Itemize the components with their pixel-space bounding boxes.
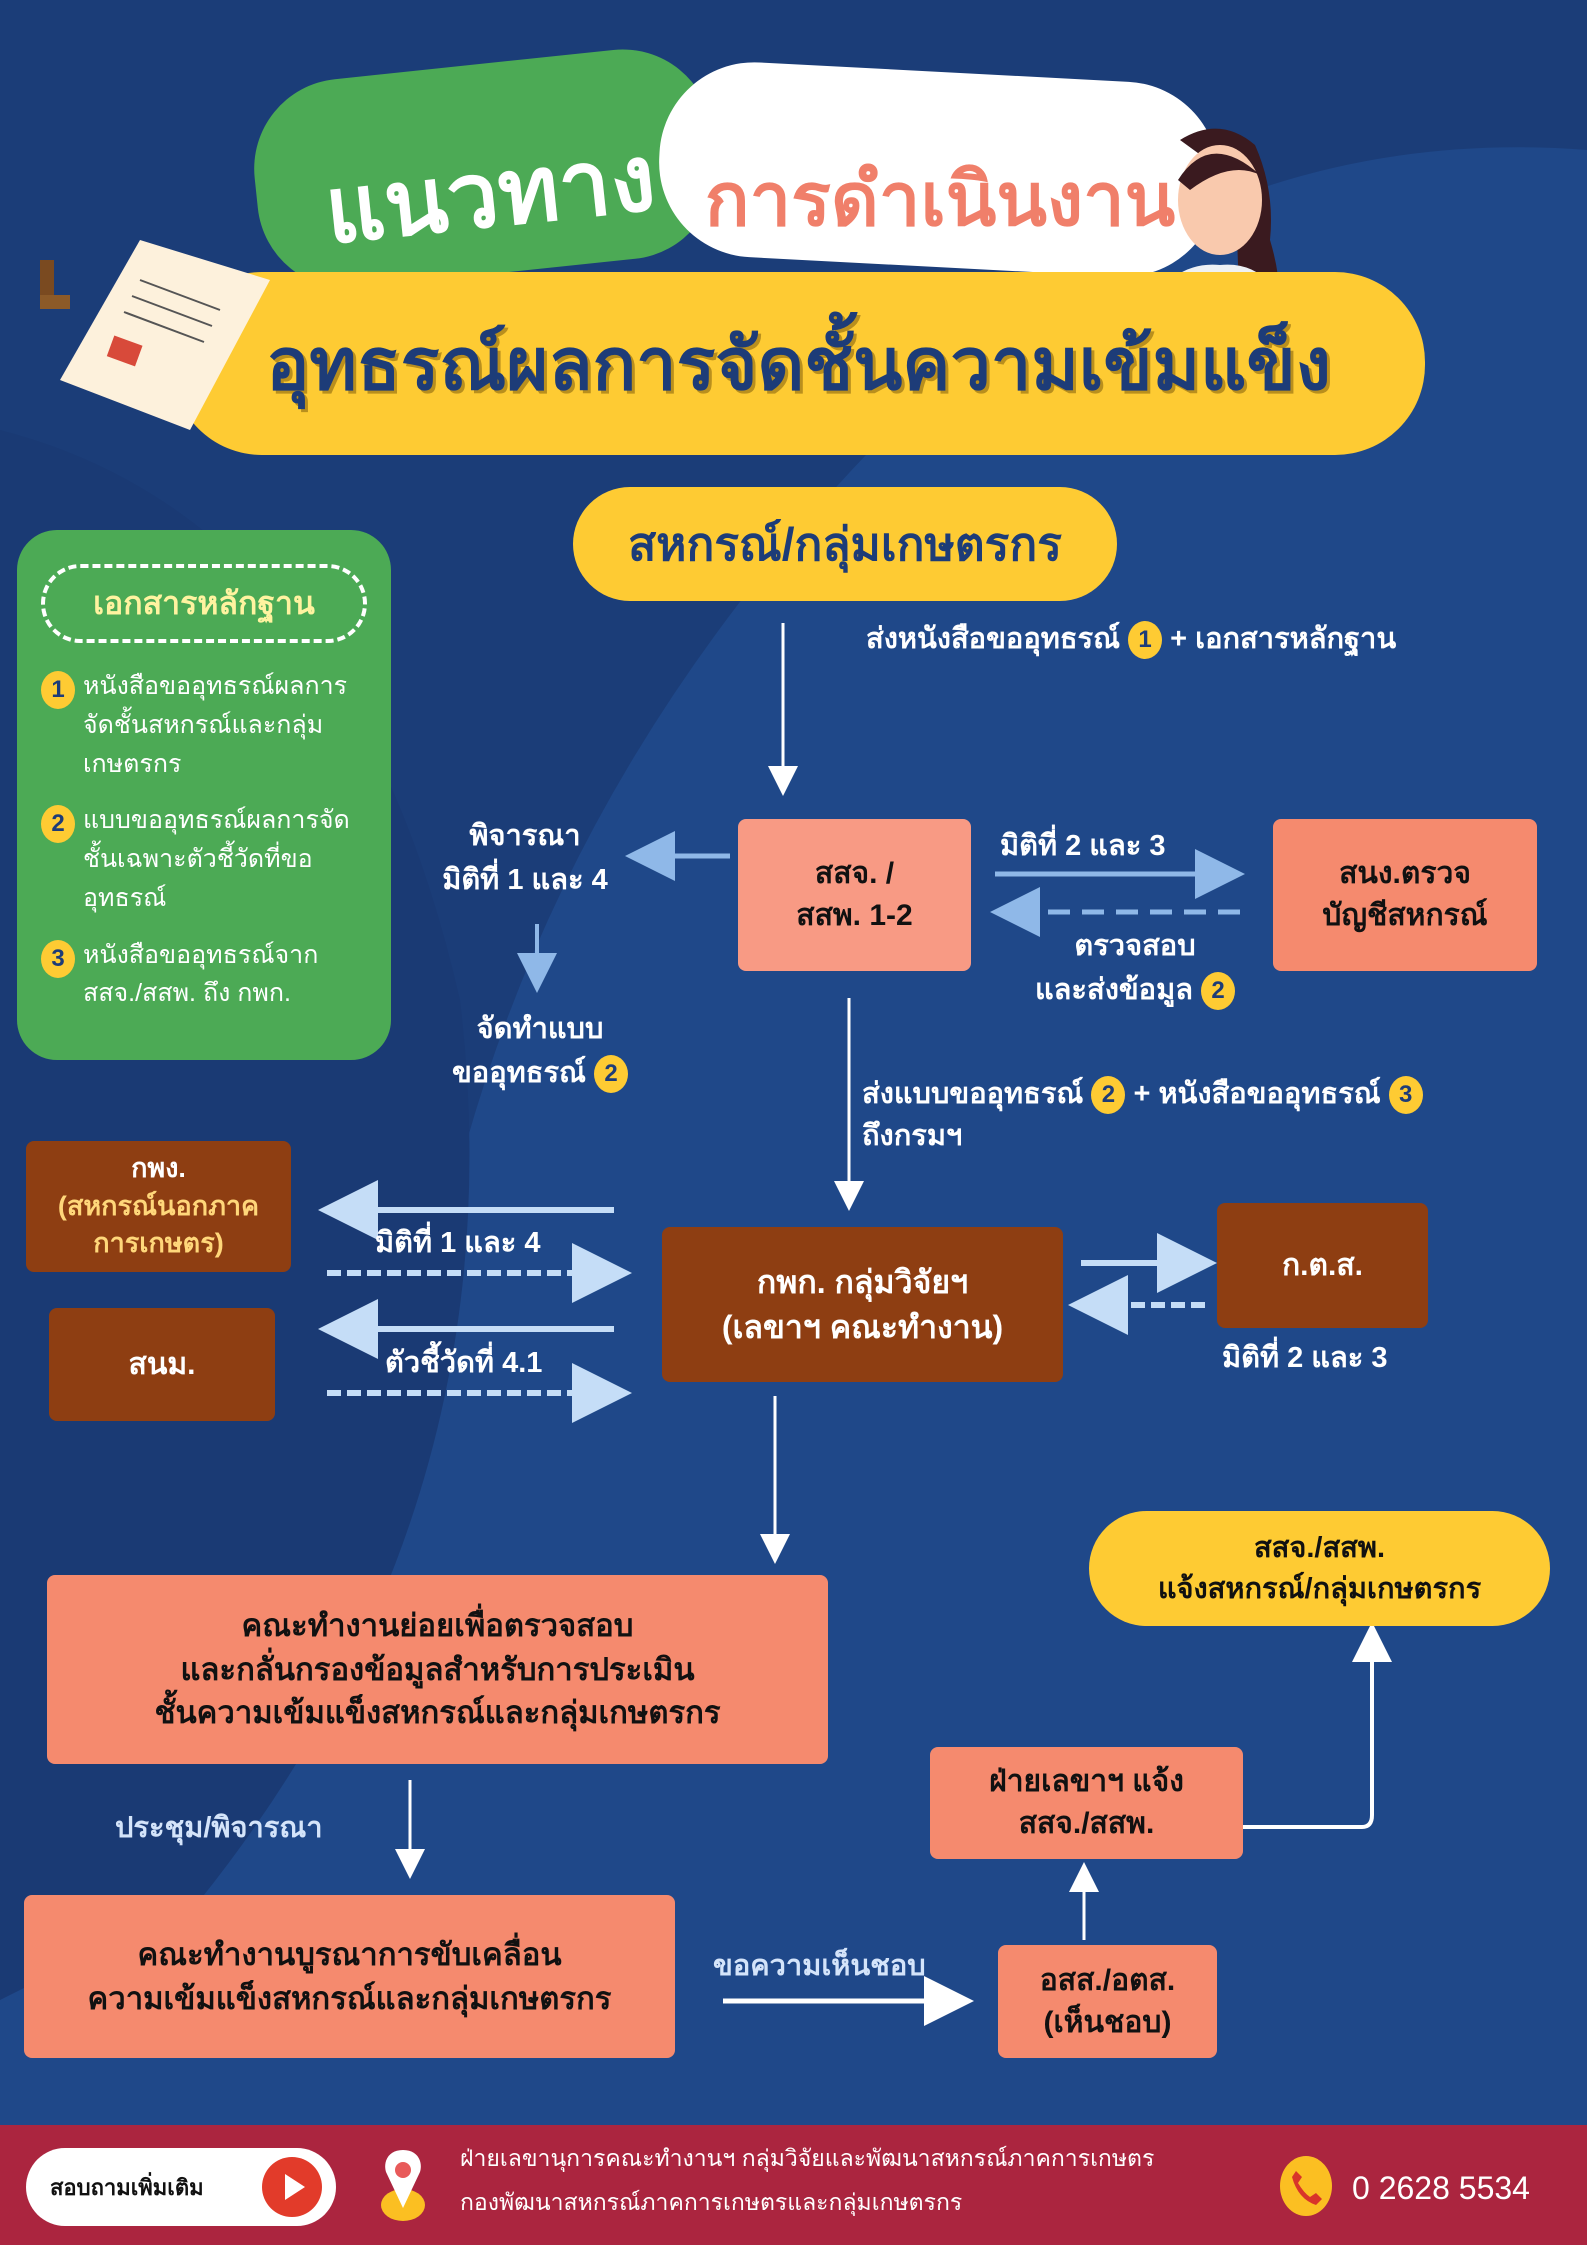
node-subcommittee: คณะทำงานย่อยเพื่อตรวจสอบและกลั่นกรองข้อม… (47, 1575, 828, 1764)
number-badge: 2 (1201, 971, 1236, 1010)
play-icon (262, 2157, 322, 2217)
label-dimension-1-4: มิติที่ 1 และ 4 (375, 1227, 541, 1259)
number-badge: 3 (1388, 1076, 1423, 1115)
evidence-item-text: แบบขออุทธรณ์ผลการจัดชั้นเฉพาะตัวชี้วัดที… (83, 806, 350, 912)
label-prepare-form: จัดทำแบบขออุทธรณ์ 2 (410, 1008, 670, 1095)
label-check-send-data: ตรวจสอบและส่งข้อมูล 2 (1000, 925, 1270, 1012)
header-word-operation: การดำเนินงาน (704, 158, 1176, 241)
label-meeting: ประชุม/พิจารณา (115, 1812, 323, 1844)
label-request-approval: ขอความเห็นชอบ (713, 1950, 926, 1982)
node-kts: ก.ต.ส. (1217, 1203, 1428, 1328)
number-badge: 2 (594, 1054, 629, 1093)
label-indicator-4-1: ตัวชี้วัดที่ 4.1 (385, 1347, 543, 1379)
number-badge: 2 (41, 805, 75, 844)
node-snm: สนม. (49, 1308, 275, 1421)
node-notify-cooperative: สสจ./สสพ.แจ้งสหกรณ์/กลุ่มเกษตรกร (1089, 1511, 1550, 1626)
ask-more-button[interactable]: สอบถามเพิ่มเติม (26, 2148, 336, 2226)
node-kpg: กพง.(สหกรณ์นอกภาคการเกษตร) (26, 1141, 291, 1272)
ask-more-label: สอบถามเพิ่มเติม (50, 2174, 204, 2200)
number-badge: 3 (41, 939, 75, 978)
node-audit-office: สนง.ตรวจบัญชีสหกรณ์ (1273, 819, 1537, 971)
node-cooperative: สหกรณ์/กลุ่มเกษตรกร (573, 487, 1117, 601)
label-dimension-2-3-kts: มิติที่ 2 และ 3 (1222, 1342, 1388, 1374)
label-send-appeal: ส่งหนังสือขออุทธรณ์ 1 + เอกสารหลักฐาน (866, 618, 1566, 662)
number-badge: 1 (41, 671, 75, 709)
evidence-item-text: หนังสือขออุทธรณ์จากสสจ./สสพ. ถึง กพก. (83, 940, 319, 1008)
location-pin-icon (381, 2150, 425, 2221)
label-dimension-2-3: มิติที่ 2 และ 3 (1000, 830, 1166, 862)
number-badge: 1 (1128, 621, 1163, 660)
node-approval: อสส./อตส.(เห็นชอบ) (998, 1945, 1217, 2058)
document-stamp-icon (40, 240, 270, 430)
phone-icon (1280, 2156, 1332, 2216)
node-kpk-research-group: กพก. กลุ่มวิจัยฯ(เลขาฯ คณะทำงาน) (662, 1227, 1063, 1382)
node-integration-committee: คณะทำงานบูรณาการขับเคลื่อนความเข้มแข็งสห… (24, 1895, 675, 2058)
page-title-banner: อุทธรณ์ผลการจัดชั้นความเข้มแข็ง (172, 272, 1425, 455)
node-secretariat: ฝ่ายเลขาฯ แจ้งสสจ./สสพ. (930, 1747, 1243, 1859)
arrow (1243, 1622, 1392, 1829)
footer-address: ฝ่ายเลขานุการคณะทำงานฯ กลุ่มวิจัยและพัฒน… (460, 2145, 1155, 2215)
node-provincial-office: สสจ. /สสพ. 1-2 (738, 819, 971, 971)
number-badge: 2 (1091, 1076, 1126, 1115)
footer-phone[interactable]: 0 2628 5534 (1352, 2170, 1530, 2206)
evidence-title: เอกสารหลักฐาน (41, 564, 367, 643)
label-consider: พิจารณามิติที่ 1 และ 4 (442, 820, 608, 896)
page-title: อุทธรณ์ผลการจัดชั้นความเข้มแข็ง (266, 325, 1331, 405)
evidence-item-text: หนังสือขออุทธรณ์ผลการจัดชั้นสหกรณ์และกลุ… (83, 672, 348, 778)
node-cooperative-label: สหกรณ์/กลุ่มเกษตรกร (628, 517, 1062, 570)
